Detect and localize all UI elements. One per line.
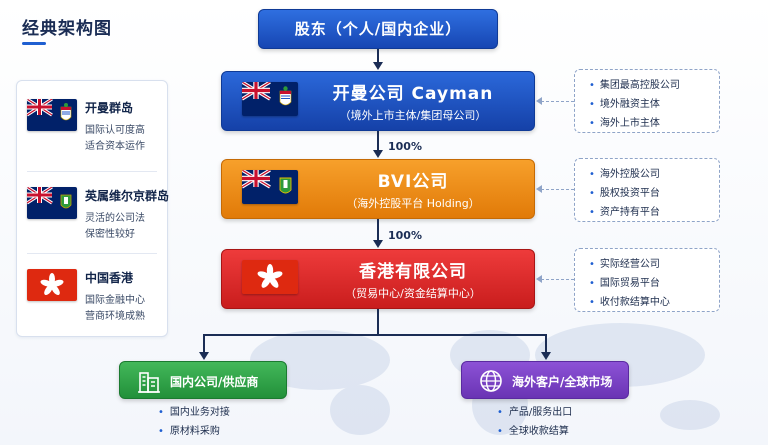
globe-icon	[480, 370, 502, 392]
building-icon	[138, 372, 160, 393]
overseas-market-box: 海外客户/全球市场	[461, 361, 629, 399]
arrow-down-icon	[541, 352, 551, 360]
legend-name: 英属维尔京群岛	[85, 189, 170, 203]
connector-line	[377, 219, 379, 240]
legend-divider	[27, 171, 157, 172]
connector-line	[203, 334, 205, 352]
connector-line	[377, 49, 379, 63]
legend-desc-line: 国际认可度高	[85, 125, 145, 136]
bvi-flag-icon	[27, 187, 77, 219]
domestic-list: 国内业务对接 原材料采购	[158, 403, 230, 441]
connector-line	[545, 334, 547, 352]
cayman-company-box: 开曼公司 Cayman （境外上市主体/集团母公司）	[221, 71, 535, 131]
note-item: 海外控股公司	[589, 165, 719, 184]
entity-name: BVI公司	[377, 172, 449, 192]
domestic-label: 国内公司/供应商	[170, 375, 259, 389]
arrow-left-icon	[536, 97, 542, 105]
note-connector	[541, 189, 574, 190]
legend-desc: 国际金融中心 营商环境成熟	[85, 293, 145, 325]
page-title: 经典架构图	[22, 19, 112, 39]
bvi-notes: 海外控股公司 股权投资平台 资产持有平台	[574, 158, 720, 222]
arrow-left-icon	[536, 185, 542, 193]
list-item: 全球收款结算	[497, 422, 572, 441]
note-item: 国际贸易平台	[589, 274, 719, 293]
title-underline	[22, 42, 46, 45]
bvi-flag-icon	[242, 170, 298, 204]
hongkong-notes: 实际经营公司 国际贸易平台 收付款结算中心	[574, 248, 720, 312]
legend-name: 中国香港	[85, 271, 134, 285]
note-item: 海外上市主体	[589, 114, 719, 133]
ownership-percent: 100%	[388, 140, 422, 153]
connector-line	[203, 334, 547, 336]
hongkong-company-box: 香港有限公司 （贸易中心/资金结算中心）	[221, 249, 535, 309]
arrow-down-icon	[373, 62, 383, 70]
legend-desc: 国际认可度高 适合资本运作	[85, 123, 145, 155]
list-item: 原材料采购	[158, 422, 230, 441]
note-connector	[541, 101, 574, 102]
ownership-percent: 100%	[388, 229, 422, 242]
list-item: 国内业务对接	[158, 403, 230, 422]
legend-desc-line: 国际金融中心	[85, 295, 145, 306]
legend-desc-line: 适合资本运作	[85, 141, 145, 152]
bvi-company-box: BVI公司 （海外控股平台 Holding）	[221, 159, 535, 219]
cayman-notes: 集团最高控股公司 境外融资主体 海外上市主体	[574, 69, 720, 133]
list-item: 产品/服务出口	[497, 403, 572, 422]
connector-line	[377, 309, 379, 335]
domestic-company-box: 国内公司/供应商	[119, 361, 287, 399]
arrow-down-icon	[199, 352, 209, 360]
overseas-label: 海外客户/全球市场	[512, 375, 613, 389]
note-item: 资产持有平台	[589, 203, 719, 222]
connector-line	[377, 131, 379, 150]
note-connector	[541, 279, 574, 280]
cayman-flag-icon	[242, 82, 298, 116]
jurisdiction-legend: 开曼群岛 国际认可度高 适合资本运作 英属维尔京群岛 灵活的公司法	[16, 80, 170, 337]
note-item: 收付款结算中心	[589, 293, 719, 312]
arrow-down-icon	[373, 240, 383, 248]
entity-subtitle: （贸易中心/资金结算中心）	[345, 287, 481, 300]
shareholder-box: 股东（个人/国内企业）	[258, 9, 498, 49]
note-item: 集团最高控股公司	[589, 76, 719, 95]
legend-name: 开曼群岛	[85, 101, 134, 115]
legend-desc: 灵活的公司法 保密性较好	[85, 211, 145, 243]
cayman-flag-icon	[27, 99, 77, 131]
entity-name: 香港有限公司	[359, 262, 467, 282]
legend-divider	[27, 253, 157, 254]
legend-desc-line: 灵活的公司法	[85, 213, 145, 224]
note-item: 实际经营公司	[589, 255, 719, 274]
legend-desc-line: 保密性较好	[85, 229, 135, 240]
note-item: 境外融资主体	[589, 95, 719, 114]
hongkong-flag-icon	[27, 269, 77, 301]
legend-desc-line: 营商环境成熟	[85, 311, 145, 322]
overseas-list: 产品/服务出口 全球收款结算	[497, 403, 572, 441]
entity-name: 开曼公司 Cayman	[332, 84, 494, 104]
arrow-down-icon	[373, 150, 383, 158]
hongkong-flag-icon	[242, 260, 298, 294]
note-item: 股权投资平台	[589, 184, 719, 203]
entity-subtitle: （境外上市主体/集团母公司）	[339, 109, 487, 122]
arrow-left-icon	[536, 275, 542, 283]
entity-subtitle: （海外控股平台 Holding）	[346, 197, 480, 210]
